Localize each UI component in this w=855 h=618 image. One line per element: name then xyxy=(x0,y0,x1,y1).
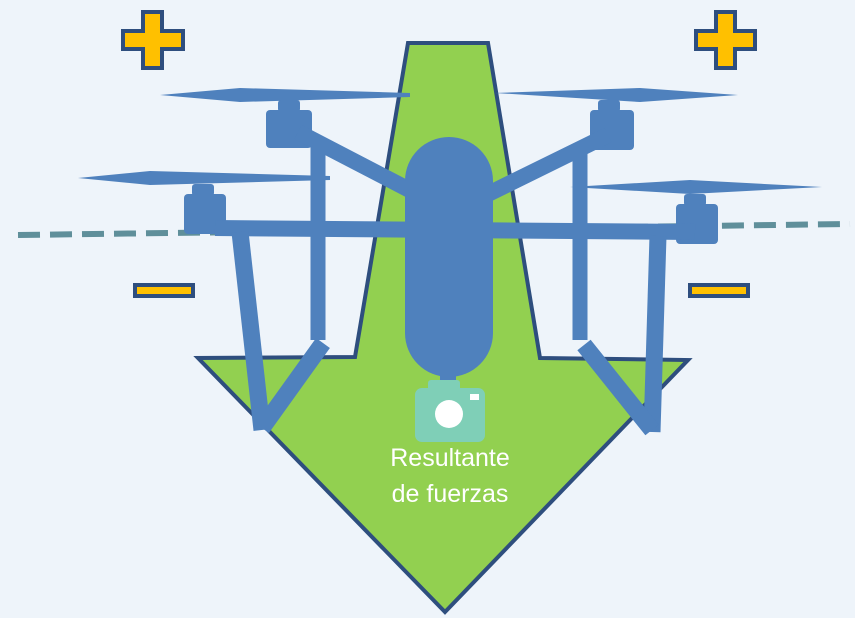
propeller-blade xyxy=(495,88,738,102)
plus-sign xyxy=(121,10,185,70)
drone xyxy=(78,88,822,436)
landing-leg xyxy=(231,231,271,431)
minus-sign xyxy=(133,283,195,298)
label-line-2: de fuerzas xyxy=(391,480,509,508)
propeller-blade xyxy=(78,171,330,185)
propeller-blade xyxy=(160,88,410,102)
drone-body xyxy=(405,137,493,377)
landing-leg xyxy=(255,338,330,433)
landing-leg xyxy=(577,339,659,436)
minus-sign xyxy=(688,283,750,298)
plus-sign xyxy=(694,10,757,70)
resultant-force-label: Resultante de fuerzas xyxy=(350,440,550,512)
camera-icon xyxy=(415,380,485,442)
propeller-blade xyxy=(570,180,822,194)
landing-leg xyxy=(643,235,667,433)
drone-arm xyxy=(476,127,612,206)
label-line-1: Resultante xyxy=(390,444,510,472)
